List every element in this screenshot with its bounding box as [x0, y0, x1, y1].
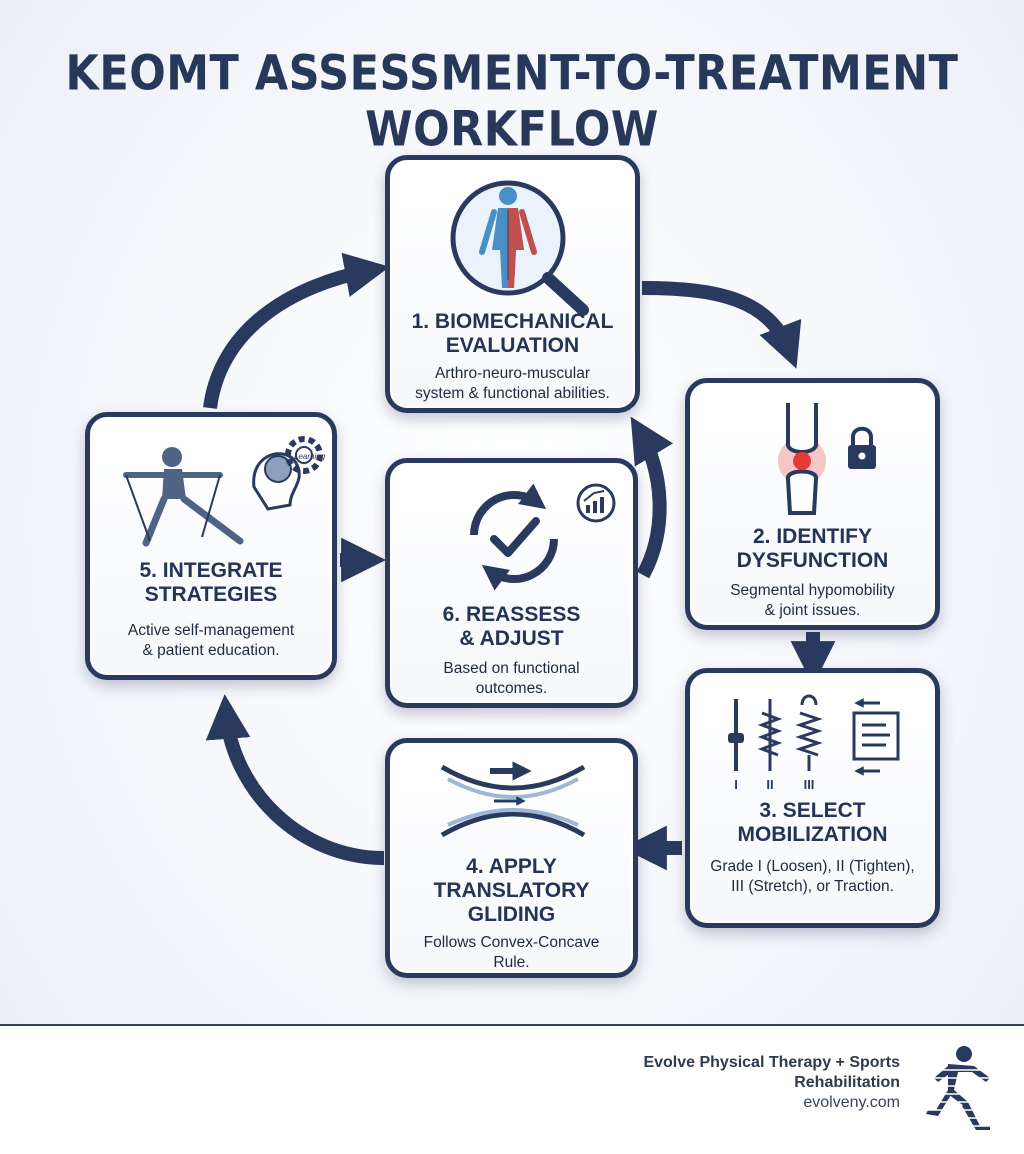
- page-title: KEOMT ASSESSMENT-TO-TREATMENT WORKFLOW: [65, 46, 959, 158]
- grade-label-3: III: [804, 777, 815, 792]
- step-6-title: 6. REASSESS& ADJUST: [442, 603, 581, 650]
- step-2-description: Segmental hypomobility& joint issues.: [730, 582, 895, 619]
- step-5-description: Active self-management& patient educatio…: [127, 622, 295, 659]
- grade-label-1: I: [734, 777, 738, 792]
- arrow-6-to-1: [630, 416, 674, 579]
- footer-divider: [0, 1024, 1024, 1026]
- exercise-education-icon: Learning: [123, 436, 326, 547]
- mobilization-grades-icon: I II III: [728, 694, 900, 792]
- workflow-arrows: [203, 252, 836, 871]
- knee-joint-lock-icon: [778, 403, 876, 515]
- website-link[interactable]: evolveny.com: [803, 1094, 900, 1111]
- gliding-surfaces-icon: [440, 761, 586, 838]
- running-figure-logo-icon: [918, 1046, 996, 1130]
- arrow-1-to-2: [641, 281, 802, 369]
- arrow-5-to-1: [203, 252, 390, 410]
- body-scan-magnifier-icon: [450, 180, 589, 316]
- step-3-description: Grade I (Loosen), II (Tighten),III (Stre…: [710, 858, 915, 895]
- arrow-4-to-5: [205, 694, 385, 865]
- reassess-cycle-icon: [470, 483, 616, 591]
- footer: [0, 1026, 1024, 1154]
- grade-label-2: II: [766, 777, 773, 792]
- brain-label: Learning: [294, 452, 326, 461]
